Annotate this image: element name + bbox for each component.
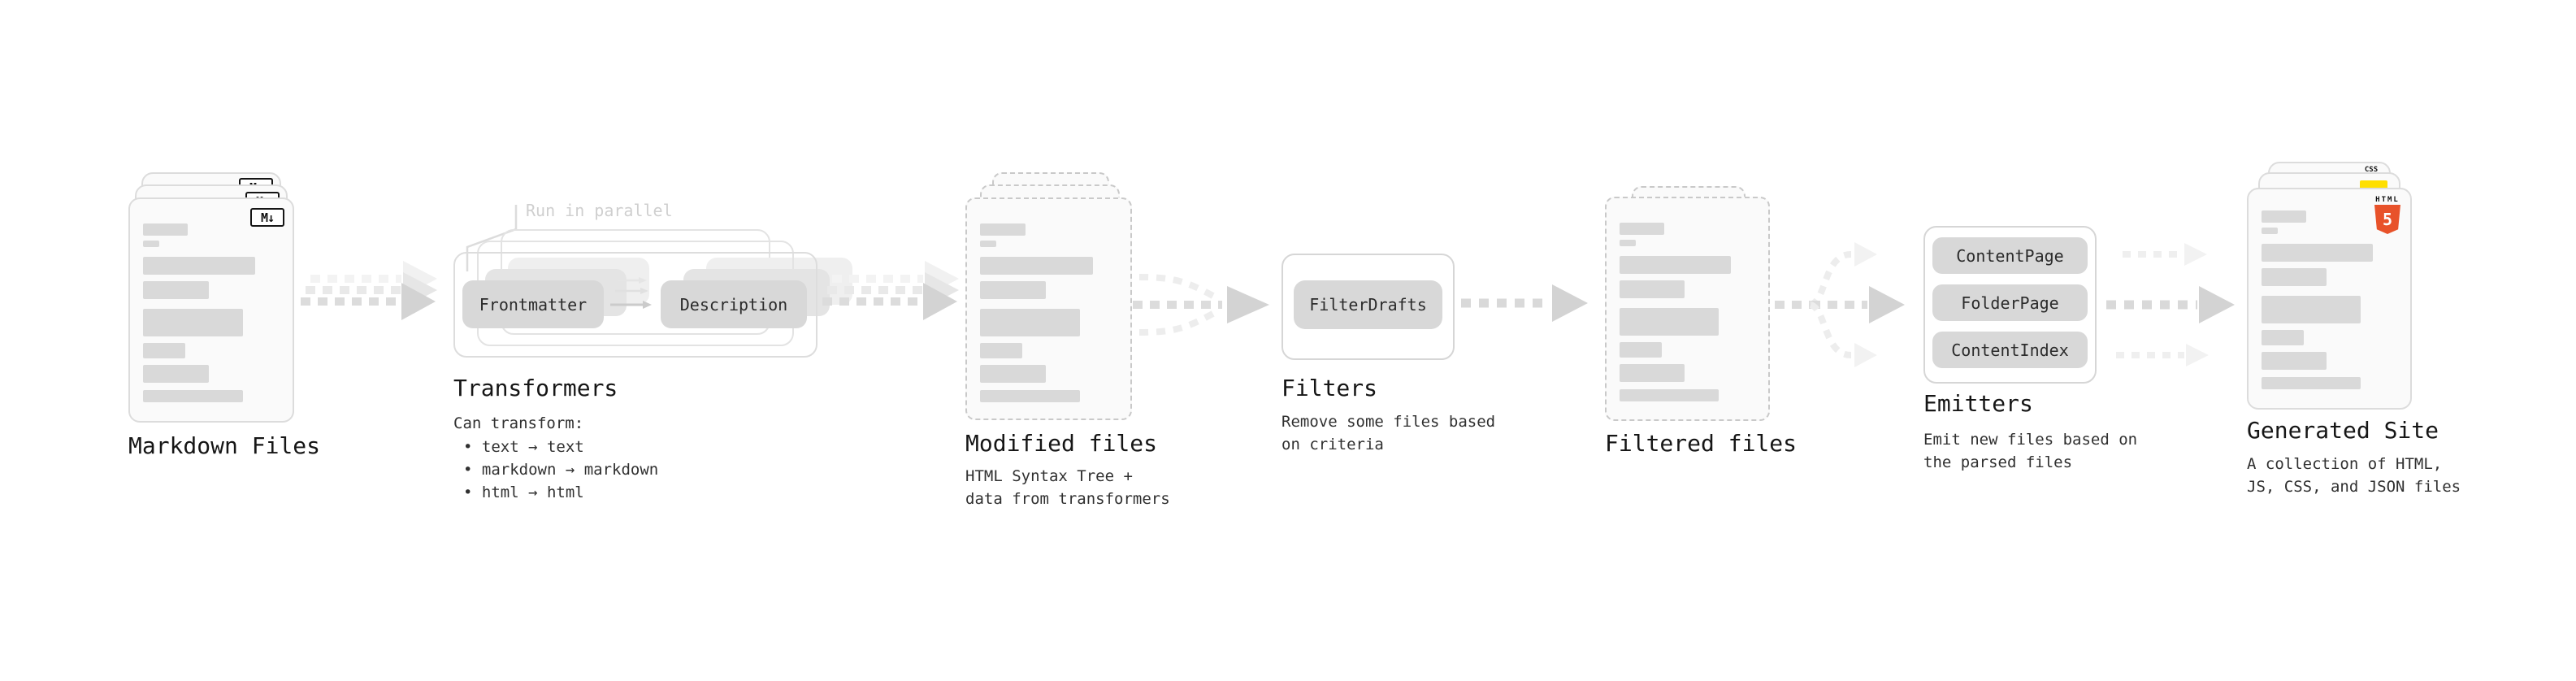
stage-title-filtered-files: Filtered files	[1605, 430, 1798, 457]
stage-title-emitters: Emitters	[1923, 390, 2033, 417]
file-content-placeholder	[1607, 198, 1768, 401]
dashed-arrow-stack-icon	[301, 261, 437, 320]
text-placeholder-bar	[2262, 210, 2307, 223]
text-placeholder-bar	[1620, 308, 1719, 336]
text-placeholder-bar	[143, 390, 243, 402]
stage-title-generated-site: Generated Site	[2247, 417, 2439, 444]
text-placeholder-bar	[980, 281, 1047, 299]
text-placeholder-bar	[143, 365, 209, 383]
filtered-file-card-front	[1605, 197, 1770, 421]
file-content-placeholder	[130, 199, 293, 402]
emitter-node-contentindex: ContentIndex	[1932, 332, 2088, 368]
dashed-arrow-icon	[1461, 284, 1588, 322]
parallel-arrows-icon	[2106, 243, 2235, 367]
list-item: • markdown → markdown	[463, 461, 659, 479]
text-placeholder-bar	[1620, 342, 1662, 358]
merge-arrow-icon	[1133, 274, 1269, 336]
stage-title-filters: Filters	[1281, 375, 1378, 401]
transformer-node-frontmatter: Frontmatter	[462, 280, 604, 328]
transformer-node-description: Description	[661, 280, 807, 328]
text-placeholder-bar	[143, 281, 209, 299]
modified-files-subtitle: HTML Syntax Tree + data from transformer…	[965, 467, 1170, 508]
list-item: • html → html	[463, 484, 584, 501]
text-placeholder-bar	[980, 365, 1047, 383]
list-item: • text → text	[463, 438, 584, 456]
text-placeholder-bar	[980, 343, 1023, 358]
generated-site-subtitle: A collection of HTML, JS, CSS, and JSON …	[2247, 455, 2461, 496]
generated-file-card-html: HTML 5	[2247, 188, 2412, 410]
emitters-subtitle: Emit new files based on the parsed files	[1923, 431, 2138, 471]
transformers-subtitle: Can transform:	[453, 414, 584, 432]
markdown-icon: M↓	[250, 208, 284, 227]
fanout-arrow-icon	[1775, 242, 1905, 367]
emitter-node-contentpage: ContentPage	[1932, 237, 2088, 274]
html5-logo-icon: HTML 5	[2371, 196, 2404, 234]
text-placeholder-bar	[1620, 223, 1665, 235]
text-placeholder-bar	[143, 241, 160, 247]
markdown-file-card-front: M↓	[128, 197, 294, 423]
text-placeholder-bar	[980, 309, 1081, 336]
text-placeholder-bar	[2262, 377, 2361, 389]
text-placeholder-bar	[143, 257, 255, 275]
text-placeholder-bar	[980, 241, 997, 247]
filter-node-filterdrafts: FilterDrafts	[1294, 280, 1442, 329]
emitter-node-folderpage: FolderPage	[1932, 284, 2088, 321]
text-placeholder-bar	[1620, 256, 1731, 274]
stage-title-transformers: Transformers	[453, 375, 618, 401]
text-placeholder-bar	[1620, 240, 1637, 246]
parallel-flow-arrows-icon	[610, 277, 652, 309]
text-placeholder-bar	[143, 343, 186, 358]
text-placeholder-bar	[2262, 352, 2327, 370]
text-placeholder-bar	[2262, 228, 2279, 234]
text-placeholder-bar	[2262, 244, 2373, 262]
file-content-placeholder	[2249, 189, 2410, 389]
text-placeholder-bar	[1620, 364, 1685, 382]
text-placeholder-bar	[980, 223, 1026, 236]
text-placeholder-bar	[2262, 268, 2327, 286]
stage-title-modified-files: Modified files	[965, 430, 1158, 457]
file-content-placeholder	[967, 199, 1130, 402]
text-placeholder-bar	[143, 309, 243, 336]
text-placeholder-bar	[2262, 296, 2361, 323]
transformers-capability-list: • text → text • markdown → markdown • ht…	[463, 436, 658, 504]
text-placeholder-bar	[1620, 280, 1685, 298]
text-placeholder-bar	[1620, 389, 1719, 401]
text-placeholder-bar	[980, 257, 1093, 275]
modified-file-card-front	[965, 197, 1132, 420]
text-placeholder-bar	[980, 390, 1081, 402]
text-placeholder-bar	[2262, 330, 2304, 345]
callout-leader-line	[466, 205, 518, 271]
run-in-parallel-callout: Run in parallel	[526, 201, 673, 220]
filters-subtitle: Remove some files based on criteria	[1281, 413, 1496, 453]
transformer-layer-front	[453, 252, 817, 358]
text-placeholder-bar	[143, 223, 189, 236]
stage-title-markdown-files: Markdown Files	[128, 432, 321, 459]
dashed-arrow-stack-icon	[822, 261, 959, 320]
